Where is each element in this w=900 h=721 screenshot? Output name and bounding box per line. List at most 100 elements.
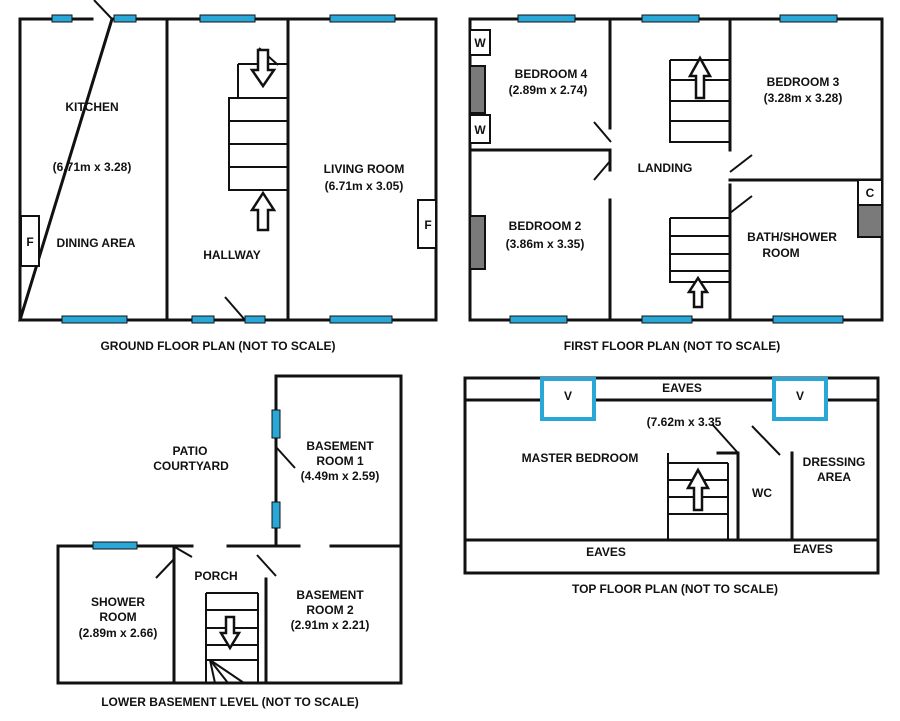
eaves-right-label: EAVES: [793, 542, 833, 556]
bathroom-door-swing: [729, 195, 753, 214]
top-floor-staircase: [667, 453, 729, 540]
ground-floor-caption: GROUND FLOOR PLAN (NOT TO SCALE): [100, 339, 335, 353]
ground-floor-staircase: [228, 47, 288, 232]
window: [199, 14, 256, 23]
velux-2-label: V: [796, 389, 804, 403]
chimney-breast-bathroom: [857, 204, 883, 238]
cupboard: [857, 179, 883, 206]
basement-room-1-label-line1: BASEMENT: [306, 439, 374, 453]
window: [271, 501, 281, 529]
kitchen-door-swing: [93, 0, 113, 20]
basement-caption: LOWER BASEMENT LEVEL (NOT TO SCALE): [101, 695, 359, 709]
ground-floor-plan: F F KITCHEN (6.71m x 3.28) DINING AREA H…: [17, 0, 438, 353]
first-floor-staircase-down: [669, 217, 730, 309]
hallway-label: HALLWAY: [203, 248, 261, 262]
first-floor-plan: W W C BEDROOM 4 (2.89m x 2.74) BEDROOM 3…: [468, 14, 884, 353]
wardrobe-1-label: W: [474, 36, 486, 50]
chimney-breast-bedroom-4: [469, 65, 486, 114]
landing-label: LANDING: [638, 161, 693, 175]
bedroom-4-walls: [468, 17, 612, 322]
bathroom-label-line1: BATH/SHOWER: [747, 230, 837, 244]
fireplace-living: [417, 199, 437, 249]
window: [191, 315, 215, 324]
stair-arrow-up-icon: [687, 55, 713, 100]
window: [329, 14, 396, 23]
window: [509, 315, 568, 324]
top-floor-plan: V V EAVES (7.62m x 3.35 MASTER BEDROOM W…: [463, 376, 880, 596]
bedroom-4-label: BEDROOM 4: [515, 67, 588, 81]
first-floor-staircase-up: [669, 55, 730, 143]
bedroom-4-door-swing: [593, 121, 612, 143]
landing-door-swing: [711, 423, 739, 454]
basement-outer-wall: [56, 374, 403, 685]
window: [92, 541, 138, 550]
shower-room-label-line1: SHOWER: [91, 595, 145, 609]
stair-arrow-down-icon: [249, 48, 277, 89]
window: [641, 14, 700, 23]
window: [517, 14, 576, 23]
basement-staircase: [205, 592, 259, 684]
bathroom-label-line2: ROOM: [762, 246, 799, 260]
porch-label: PORCH: [194, 569, 237, 583]
stair-arrow-down-icon: [218, 615, 242, 651]
living-room-label: LIVING ROOM: [324, 162, 405, 176]
fireplace-living-label: F: [424, 218, 431, 232]
wc-label: WC: [752, 486, 772, 500]
basement-room-1-door-swing: [275, 446, 296, 469]
basement-room-1-dimensions: (4.49m x 2.59): [301, 469, 380, 483]
patio-label-line2: COURTYARD: [153, 459, 229, 473]
kitchen-dimensions: (6.71m x 3.28): [53, 160, 132, 174]
basement-room-2-dimensions: (2.91m x 2.21): [291, 618, 370, 632]
stair-arrow-up-icon: [686, 275, 710, 309]
bedroom-2-door-swing: [593, 159, 612, 181]
window: [61, 315, 128, 324]
cupboard-label: C: [866, 186, 875, 200]
window: [51, 14, 73, 23]
shower-room-door-swing: [155, 557, 176, 579]
front-door-swing: [224, 296, 246, 321]
window: [244, 315, 266, 324]
velux-window-1: [540, 377, 596, 421]
bedroom-2-dimensions: (3.86m x 3.35): [506, 237, 585, 251]
master-bedroom-label: MASTER BEDROOM: [522, 451, 639, 465]
wardrobe-2: [469, 114, 491, 144]
porch-door-swing: [172, 545, 193, 558]
window: [271, 409, 281, 439]
first-floor-caption: FIRST FLOOR PLAN (NOT TO SCALE): [564, 339, 780, 353]
dressing-area-label-line2: AREA: [817, 470, 851, 484]
bedroom-3-dimensions: (3.28m x 3.28): [764, 91, 843, 105]
window: [772, 315, 844, 324]
basement-plan: PATIO COURTYARD BASEMENT ROOM 1 (4.49m x…: [56, 374, 403, 709]
basement-room-2-label-line2: ROOM 2: [306, 603, 354, 617]
eaves-left-label: EAVES: [586, 545, 626, 559]
chimney-breast-bedroom-2: [469, 215, 486, 270]
kitchen-label: KITCHEN: [65, 100, 118, 114]
dining-area-label: DINING AREA: [57, 236, 136, 250]
dressing-door-swing: [751, 425, 781, 456]
wc-walls: [716, 451, 794, 542]
bedroom-4-dimensions: (2.89m x 2.74): [509, 83, 588, 97]
master-bedroom-dimensions: (7.62m x 3.35: [647, 415, 722, 429]
eaves-top-label: EAVES: [662, 381, 702, 395]
wardrobe-1: [469, 29, 491, 56]
stair-arrow-up-icon: [685, 467, 711, 512]
basement-room-1-label-line2: ROOM 1: [316, 454, 364, 468]
bedroom-3-walls: [728, 17, 884, 322]
stair-arrow-up-icon: [249, 190, 277, 232]
shower-room-dimensions: (2.89m x 2.66): [79, 626, 158, 640]
dressing-area-label-line1: DRESSING: [803, 455, 866, 469]
basement-room-2-label-line1: BASEMENT: [296, 588, 364, 602]
living-room-dimensions: (6.71m x 3.05): [325, 179, 404, 193]
bedroom-3-label: BEDROOM 3: [767, 75, 840, 89]
top-floor-caption: TOP FLOOR PLAN (NOT TO SCALE): [572, 582, 778, 596]
window: [329, 315, 393, 324]
wardrobe-2-label: W: [474, 123, 486, 137]
fireplace-dining: [20, 215, 40, 267]
fireplace-dining-label: F: [26, 235, 33, 249]
shower-room-label-line2: ROOM: [99, 610, 136, 624]
velux-1-label: V: [564, 389, 572, 403]
top-floor-outer-wall: [463, 376, 880, 575]
bedroom-2-label: BEDROOM 2: [509, 219, 582, 233]
patio-label-line1: PATIO: [173, 444, 208, 458]
